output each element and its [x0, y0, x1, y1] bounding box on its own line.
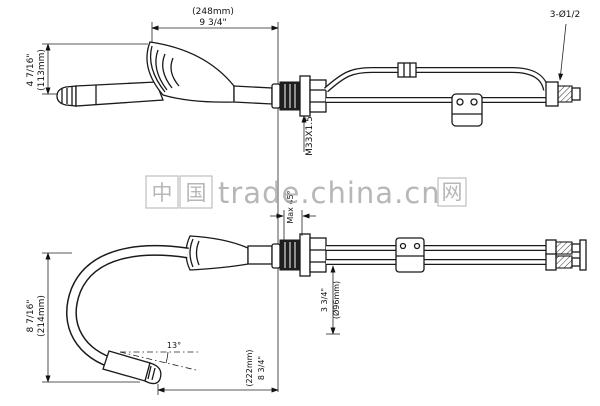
- watermark-char-3: 网: [442, 180, 463, 204]
- sprayer-tip-bent: [102, 350, 162, 385]
- end-fitting: [545, 81, 581, 107]
- reach-in-label: 8 7/16": [26, 300, 36, 333]
- bottom-view: Max 45° 3 3/4" (Ø96mm) 8 7/16" (214mm) 1…: [26, 190, 587, 395]
- fitting-label: 3-Ø1/2: [550, 9, 581, 20]
- watermark-char-2: 国: [186, 181, 207, 205]
- dim-length-in: 9 3/4": [199, 18, 226, 28]
- end-fittings-bent: [545, 239, 587, 271]
- coupling-bent: [271, 233, 327, 277]
- hose-upper: [324, 67, 549, 93]
- dimensions-bottom: Max 45° 3 3/4" (Ø96mm) 8 7/16" (214mm) 1…: [26, 190, 341, 395]
- neck: [233, 85, 273, 105]
- dimensions-top: (248mm) 9 3/4" 4 7/16" (113mm) M33X1.5 3…: [26, 7, 580, 156]
- sprayer-bell: [146, 41, 235, 103]
- sprayer-bell-bent: [185, 235, 249, 271]
- hose-clamp: [451, 93, 483, 127]
- reach-mm-label: (214mm): [37, 295, 47, 337]
- flexible-hose-curve: [66, 244, 189, 370]
- dim-length-mm: (248mm): [192, 7, 234, 17]
- hose-clamp-bent: [395, 237, 425, 273]
- watermark: 中 国 trade.china.cn 网: [145, 175, 467, 210]
- top-view: (248mm) 9 3/4" 4 7/16" (113mm) M33X1.5 3…: [26, 7, 581, 156]
- dia-mm-label: (Ø96mm): [331, 281, 341, 319]
- angle-label: 13°: [167, 341, 181, 350]
- sprayer-tip: [56, 85, 77, 107]
- thread-label: M33X1.5: [305, 116, 315, 156]
- dim-height-in: 4 7/16": [26, 54, 36, 87]
- width-mm-label: (222mm): [245, 349, 254, 386]
- sprayer-handle: [75, 81, 164, 107]
- dim-height-mm: (113mm): [37, 49, 47, 91]
- hose-connector: [397, 62, 417, 78]
- width-in-label: 8 3/4": [257, 356, 266, 380]
- watermark-char-1: 中: [152, 181, 173, 205]
- neck-bent: [247, 245, 273, 265]
- dia-in-label: 3 3/4": [320, 288, 329, 312]
- coupling: [271, 75, 327, 117]
- watermark-text: trade.china.cn: [218, 176, 441, 210]
- swivel-label: Max 45°: [286, 190, 295, 223]
